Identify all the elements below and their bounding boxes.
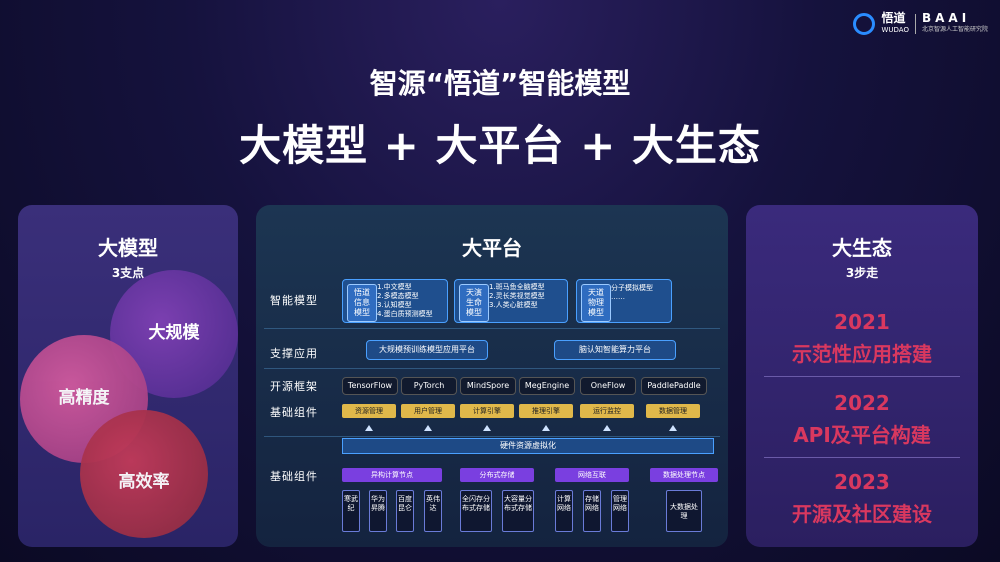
wudao-logo-icon bbox=[853, 13, 876, 35]
model-tag: 天道 物理 模型 bbox=[581, 284, 611, 322]
circle-high-efficiency: 高效率 bbox=[80, 410, 208, 538]
storage-flash: 全闪存分布式存储 bbox=[460, 490, 492, 532]
chip-nvidia: 英伟达 bbox=[424, 490, 442, 532]
logo-divider bbox=[914, 14, 916, 34]
row-label-frameworks: 开源框架 bbox=[270, 380, 318, 393]
chip-ascend: 华为昇腾 bbox=[369, 490, 387, 532]
brand-cn: 悟道 bbox=[881, 11, 906, 25]
row-label-infra: 基础组件 bbox=[270, 470, 318, 483]
component-user: 用户管理 bbox=[401, 404, 455, 418]
component-inference: 推理引擎 bbox=[519, 404, 573, 418]
arrow-up-icon bbox=[483, 425, 491, 431]
bigdata-processing: 大数据处理 bbox=[666, 490, 702, 532]
right-title: 大生态 bbox=[832, 236, 892, 260]
chip-kunlun: 百度昆仑 bbox=[396, 490, 414, 532]
framework-oneflow: OneFlow bbox=[580, 377, 636, 395]
left-subtitle: 3支点 bbox=[111, 266, 145, 280]
infra-network: 网络互联 bbox=[555, 468, 629, 482]
middle-title: 大平台 bbox=[462, 236, 522, 260]
step-year-2022: 2022 bbox=[834, 391, 890, 415]
org-sub: 北京智源人工智能研究院 bbox=[921, 26, 988, 33]
component-compute: 计算引擎 bbox=[460, 404, 514, 418]
step-text-2022: API及平台构建 bbox=[793, 423, 931, 447]
model-group-wudao: 悟道 信息 模型 1.中文模型 2.多模态模型 3.认知模型 4.蛋白质预测模型 bbox=[342, 279, 448, 323]
network-management: 管理网络 bbox=[611, 490, 629, 532]
network-storage: 存储网络 bbox=[583, 490, 601, 532]
framework-pytorch: PyTorch bbox=[401, 377, 457, 395]
model-group-tiandao: 天道 物理 模型 分子模拟模型 …… bbox=[576, 279, 672, 323]
divider bbox=[764, 376, 960, 377]
arrow-up-icon bbox=[365, 425, 373, 431]
framework-megengine: MegEngine bbox=[519, 377, 575, 395]
divider bbox=[264, 368, 720, 369]
org-name: BAAI bbox=[921, 11, 971, 25]
row-label-models: 智能模型 bbox=[270, 294, 318, 307]
framework-paddlepaddle: PaddlePaddle bbox=[641, 377, 707, 395]
brand-en: WUDAO bbox=[881, 26, 909, 34]
divider bbox=[264, 328, 720, 329]
page-title: 智源“悟道”智能模型 bbox=[369, 67, 631, 100]
app-brain-platform: 脑认知智能算力平台 bbox=[554, 340, 676, 360]
step-text-2021: 示范性应用搭建 bbox=[792, 342, 932, 366]
infra-data-node: 数据处理节点 bbox=[650, 468, 718, 482]
model-tag: 悟道 信息 模型 bbox=[347, 284, 377, 322]
hw-virtualization-bar: 硬件资源虚拟化 bbox=[342, 438, 714, 454]
large-platform-panel bbox=[256, 205, 728, 547]
model-group-tianyan: 天演 生命 模型 1.斑马鱼全脑模型 2.灵长类视觉模型 3.人类心脏模型 bbox=[454, 279, 568, 323]
framework-mindspore: MindSpore bbox=[460, 377, 516, 395]
step-year-2023: 2023 bbox=[834, 470, 890, 494]
model-items: 1.中文模型 2.多模态模型 3.认知模型 4.蛋白质预测模型 bbox=[377, 283, 433, 318]
model-items: 分子模拟模型 …… bbox=[611, 284, 653, 301]
arrow-up-icon bbox=[603, 425, 611, 431]
chip-cambricon: 寒武纪 bbox=[342, 490, 360, 532]
arrow-up-icon bbox=[542, 425, 550, 431]
left-title: 大模型 bbox=[98, 236, 158, 260]
divider bbox=[264, 436, 720, 437]
page-headline: 大模型 + 大平台 + 大生态 bbox=[239, 121, 761, 170]
component-monitor: 运行监控 bbox=[580, 404, 634, 418]
component-data: 数据管理 bbox=[646, 404, 700, 418]
storage-capacity: 大容量分布式存储 bbox=[502, 490, 534, 532]
right-subtitle: 3步走 bbox=[845, 266, 879, 280]
infra-hetero-compute: 异构计算节点 bbox=[342, 468, 442, 482]
model-tag: 天演 生命 模型 bbox=[459, 284, 489, 322]
arrow-up-icon bbox=[669, 425, 677, 431]
row-label-components: 基础组件 bbox=[270, 406, 318, 419]
arrow-up-icon bbox=[424, 425, 432, 431]
divider bbox=[764, 457, 960, 458]
row-label-apps: 支撑应用 bbox=[270, 347, 318, 360]
infra-distributed-storage: 分布式存储 bbox=[460, 468, 534, 482]
step-year-2021: 2021 bbox=[834, 310, 890, 334]
framework-tensorflow: TensorFlow bbox=[342, 377, 398, 395]
component-resource: 资源管理 bbox=[342, 404, 396, 418]
model-items: 1.斑马鱼全脑模型 2.灵长类视觉模型 3.人类心脏模型 bbox=[489, 283, 545, 309]
app-pretrain-platform: 大规模预训练模型应用平台 bbox=[366, 340, 488, 360]
step-text-2023: 开源及社区建设 bbox=[792, 502, 932, 526]
network-compute: 计算网络 bbox=[555, 490, 573, 532]
